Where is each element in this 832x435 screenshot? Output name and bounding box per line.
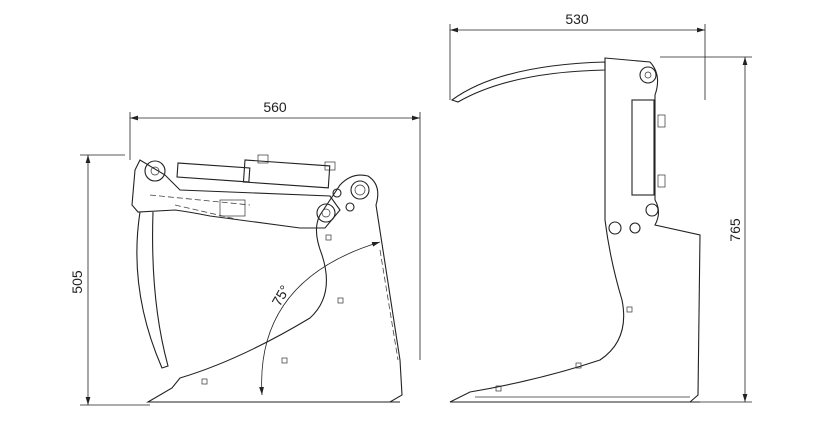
side-frame: [449, 57, 701, 403]
side-view: 530 765: [449, 11, 752, 403]
depth-label: 530: [565, 11, 589, 27]
height-label: 505: [69, 270, 85, 294]
grapple-arm: [131, 154, 341, 229]
angle-label: 75°: [268, 282, 292, 308]
height-dimension: 505: [69, 154, 150, 406]
tine: [136, 211, 169, 369]
angle-annotation: 75°: [259, 241, 381, 396]
side-height-dimension: 765: [660, 56, 752, 403]
width-label: 560: [263, 99, 287, 115]
side-tine: [450, 61, 606, 103]
front-view: 560 505: [69, 99, 421, 406]
width-dimension: 560: [129, 99, 421, 360]
side-height-label: 765: [727, 218, 743, 242]
depth-dimension: 530: [449, 11, 706, 100]
